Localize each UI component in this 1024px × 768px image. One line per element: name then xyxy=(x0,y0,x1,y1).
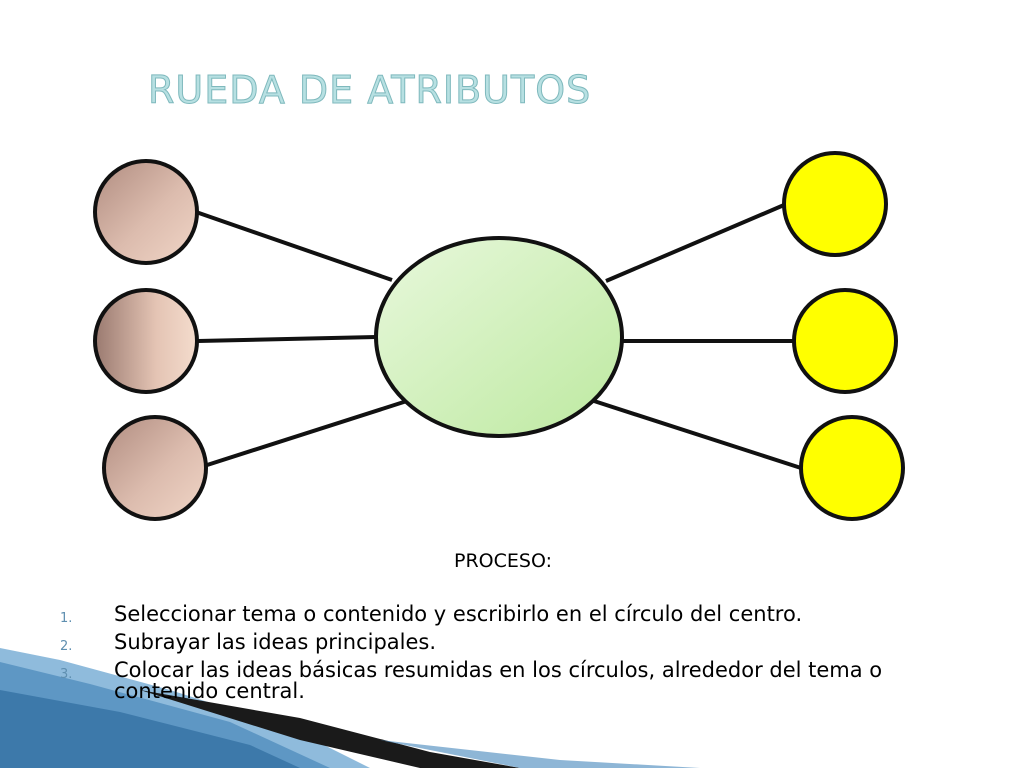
step-text: Subrayar las ideas principales. xyxy=(114,630,437,654)
left-node-2 xyxy=(93,288,199,394)
step-number: 2. xyxy=(60,639,73,654)
edge-left-1 xyxy=(195,210,393,282)
right-node-3 xyxy=(799,415,905,521)
right-node-2 xyxy=(792,288,898,394)
process-steps-list: 1. Seleccionar tema o contenido y escrib… xyxy=(60,604,960,709)
edge-left-2 xyxy=(197,335,377,343)
left-node-1 xyxy=(93,159,199,265)
edge-left-3 xyxy=(203,398,411,468)
left-node-3 xyxy=(102,415,208,521)
step-number: 3. xyxy=(60,667,73,682)
process-step: 2. Subrayar las ideas principales. xyxy=(60,630,960,655)
process-step: 3. Colocar las ideas básicas resumidas e… xyxy=(60,660,960,702)
step-text: Seleccionar tema o contenido y escribirl… xyxy=(114,602,803,626)
slide-title: RUEDA DE ATRIBUTOS xyxy=(147,68,592,113)
step-text: Colocar las ideas básicas resumidas en l… xyxy=(114,658,883,703)
edge-right-1 xyxy=(605,203,785,283)
step-number: 1. xyxy=(60,611,73,626)
center-node xyxy=(374,236,624,438)
edge-right-3 xyxy=(593,399,802,470)
process-heading: PROCESO: xyxy=(454,550,552,572)
right-node-1 xyxy=(782,151,888,257)
process-step: 1. Seleccionar tema o contenido y escrib… xyxy=(60,602,960,627)
attribute-wheel-diagram xyxy=(93,151,905,521)
